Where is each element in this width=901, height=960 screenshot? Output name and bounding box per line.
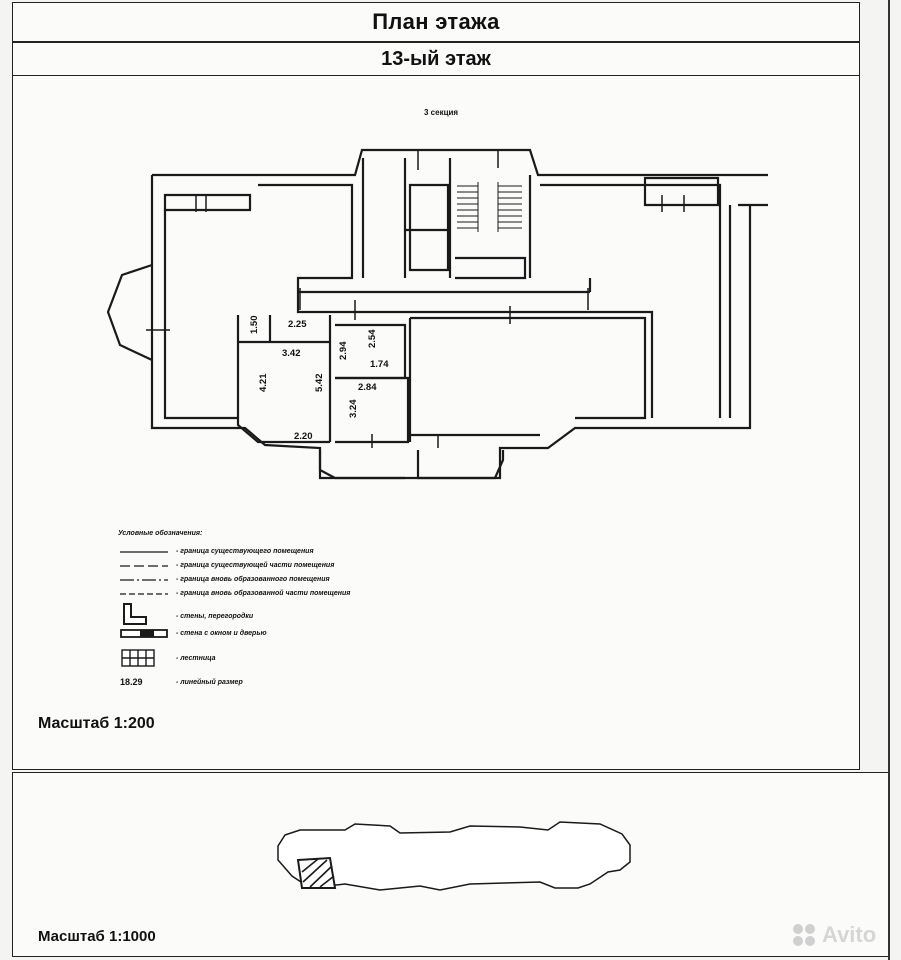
legend-item: - граница вновь образованного помещения bbox=[176, 576, 330, 583]
dimension-label: 2.54 bbox=[367, 329, 378, 348]
apartment-outline bbox=[236, 315, 330, 444]
plan-wall bbox=[150, 175, 408, 480]
balcony bbox=[318, 450, 405, 480]
legend-item: - граница существующего помещения bbox=[176, 548, 314, 555]
plan-wall bbox=[643, 176, 720, 207]
plan-wall bbox=[540, 183, 722, 418]
legend-title: Условные обозначения: bbox=[118, 530, 203, 537]
plan-wall bbox=[296, 292, 654, 418]
bay-window bbox=[106, 263, 153, 361]
plan-wall bbox=[455, 256, 527, 280]
floor-title: 13-ый этаж bbox=[12, 42, 860, 76]
legend-item: - стены, перегородки bbox=[176, 613, 254, 620]
balcony bbox=[416, 450, 505, 480]
dimension-label: 4.21 bbox=[258, 373, 269, 392]
avito-dots-icon bbox=[792, 923, 818, 947]
dimension-label: 2.84 bbox=[358, 382, 377, 393]
legend-item: - стена с окном и дверью bbox=[176, 630, 267, 637]
dimension-label: 3.24 bbox=[348, 399, 359, 418]
sheet-frame bbox=[12, 2, 860, 770]
plan-wall bbox=[152, 148, 768, 177]
legend-dimension-sample: 18.29 bbox=[120, 677, 143, 687]
plan-wall bbox=[163, 193, 252, 212]
scale-main: Масштаб 1:200 bbox=[38, 715, 155, 732]
legend-item: - граница существующей части помещения bbox=[176, 562, 335, 569]
dimension-label: 2.25 bbox=[288, 319, 307, 330]
dimension-label: 5.42 bbox=[314, 374, 325, 393]
site-plan-highlight bbox=[296, 856, 337, 889]
legend-wall-icon bbox=[123, 603, 147, 625]
dimension-label: 2.94 bbox=[338, 341, 349, 360]
plan-wall bbox=[163, 210, 238, 420]
plan-wall bbox=[408, 183, 450, 272]
dimension-label: 1.50 bbox=[249, 316, 260, 335]
scale-site: Масштаб 1:1000 bbox=[38, 928, 156, 945]
plan-wall bbox=[410, 316, 647, 420]
section-label: 3 секция bbox=[424, 108, 459, 117]
dimension-label: 2.20 bbox=[294, 431, 313, 442]
watermark-logo: Avito bbox=[792, 922, 876, 948]
legend-stairs-icon bbox=[121, 649, 155, 667]
dimension-label: 3.42 bbox=[282, 348, 301, 359]
watermark-text: Avito bbox=[822, 922, 877, 947]
legend-item: - линейный размер bbox=[176, 679, 243, 686]
legend-item: - лестница bbox=[176, 655, 216, 662]
plan-wall bbox=[408, 205, 752, 480]
legend-window-icon bbox=[120, 629, 168, 638]
plan-wall bbox=[258, 183, 354, 292]
site-plan-outline bbox=[277, 821, 631, 891]
dimension-label: 1.74 bbox=[370, 359, 389, 370]
sheet-edge bbox=[888, 0, 890, 960]
legend-item: - граница вновь образованной части помещ… bbox=[176, 590, 351, 597]
page-title: План этажа bbox=[12, 2, 860, 42]
